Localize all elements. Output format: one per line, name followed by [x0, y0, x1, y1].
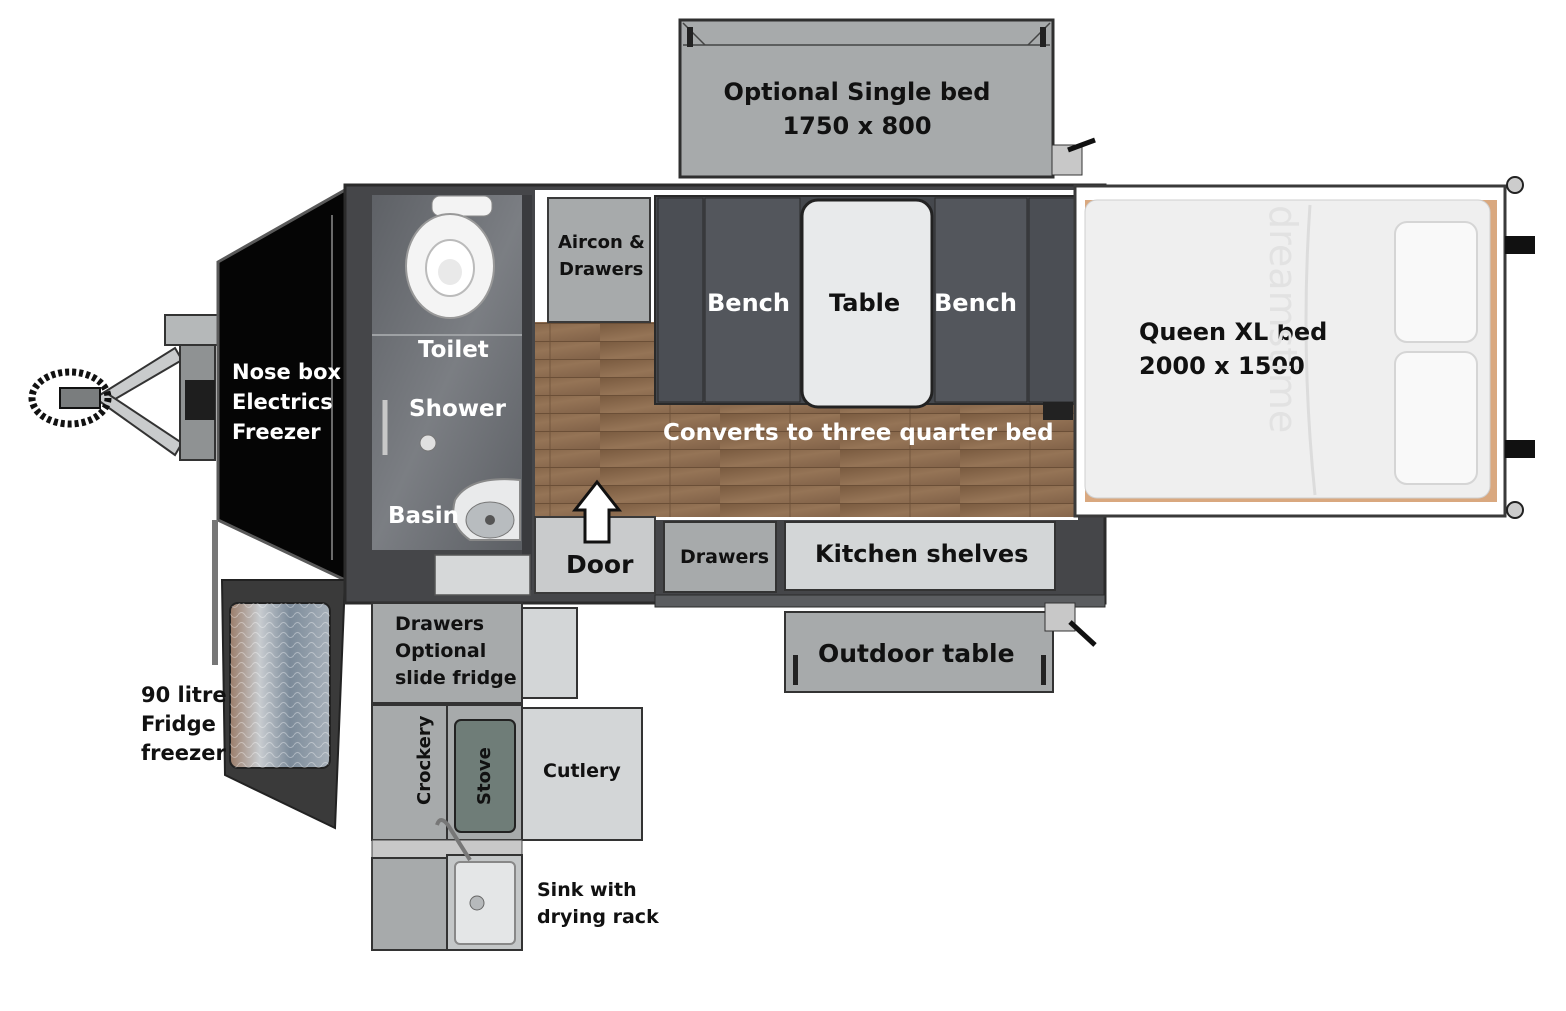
queen-bed: [1073, 176, 1535, 519]
bench-right-label: Bench: [934, 289, 1017, 317]
door-area: [534, 479, 656, 594]
door-label: Door: [566, 550, 634, 579]
basin-label: Basin: [388, 503, 459, 529]
kitchen-slideout: [371, 602, 643, 951]
aircon-drawers-cabinet: [547, 197, 651, 323]
drawers-slide-line2: Optional: [395, 640, 487, 662]
crockery-label: Crockery: [414, 715, 435, 805]
drawers-cabinet: [663, 521, 777, 593]
table-label: Table: [829, 289, 901, 317]
drawers-label: Drawers: [680, 546, 770, 568]
drawers-slide-line1: Drawers: [395, 613, 485, 635]
nose-box-line3: Freezer: [232, 420, 321, 444]
bench-left-label: Bench: [707, 289, 790, 317]
queen-bed-size: 2000 x 1500: [1139, 352, 1305, 380]
outdoor-table-label: Outdoor table: [818, 639, 1015, 668]
cutlery-label: Cutlery: [543, 760, 621, 782]
kitchen-shelves-cabinet: [784, 521, 1056, 591]
dinette: [654, 195, 1076, 420]
optional-single-bed: [678, 18, 1096, 179]
nose-box: [216, 187, 347, 583]
nose-box-line1: Nose box: [232, 360, 342, 384]
queen-bed-title: Queen XL bed: [1139, 318, 1328, 346]
single-bed-title: Optional Single bed: [723, 78, 991, 106]
outdoor-table: [784, 602, 1097, 693]
drawbar: [28, 314, 221, 461]
bathroom: [372, 195, 532, 596]
converts-label: Converts to three quarter bed: [663, 420, 1054, 446]
fridge-line2: Fridge: [141, 712, 216, 736]
watermark: dreamstime: [1261, 205, 1305, 434]
sink-line2: drying rack: [537, 906, 659, 928]
fridge-line1: 90 litre: [141, 683, 227, 707]
nose-box-line2: Electrics: [232, 390, 333, 414]
single-bed-size: 1750 x 800: [782, 112, 932, 140]
aircon-label-line1: Aircon &: [558, 232, 645, 253]
sink-line1: Sink with: [537, 879, 637, 901]
shower-label: Shower: [409, 396, 506, 422]
aircon-label-line2: Drawers: [559, 259, 644, 280]
fridge-line3: freezer: [141, 741, 226, 765]
kitchen-shelves-label: Kitchen shelves: [815, 540, 1029, 568]
fridge-freezer: [212, 520, 347, 830]
toilet-label: Toilet: [418, 337, 489, 363]
stove-label: Stove: [474, 747, 495, 805]
drawers-slide-line3: slide fridge: [395, 667, 517, 689]
